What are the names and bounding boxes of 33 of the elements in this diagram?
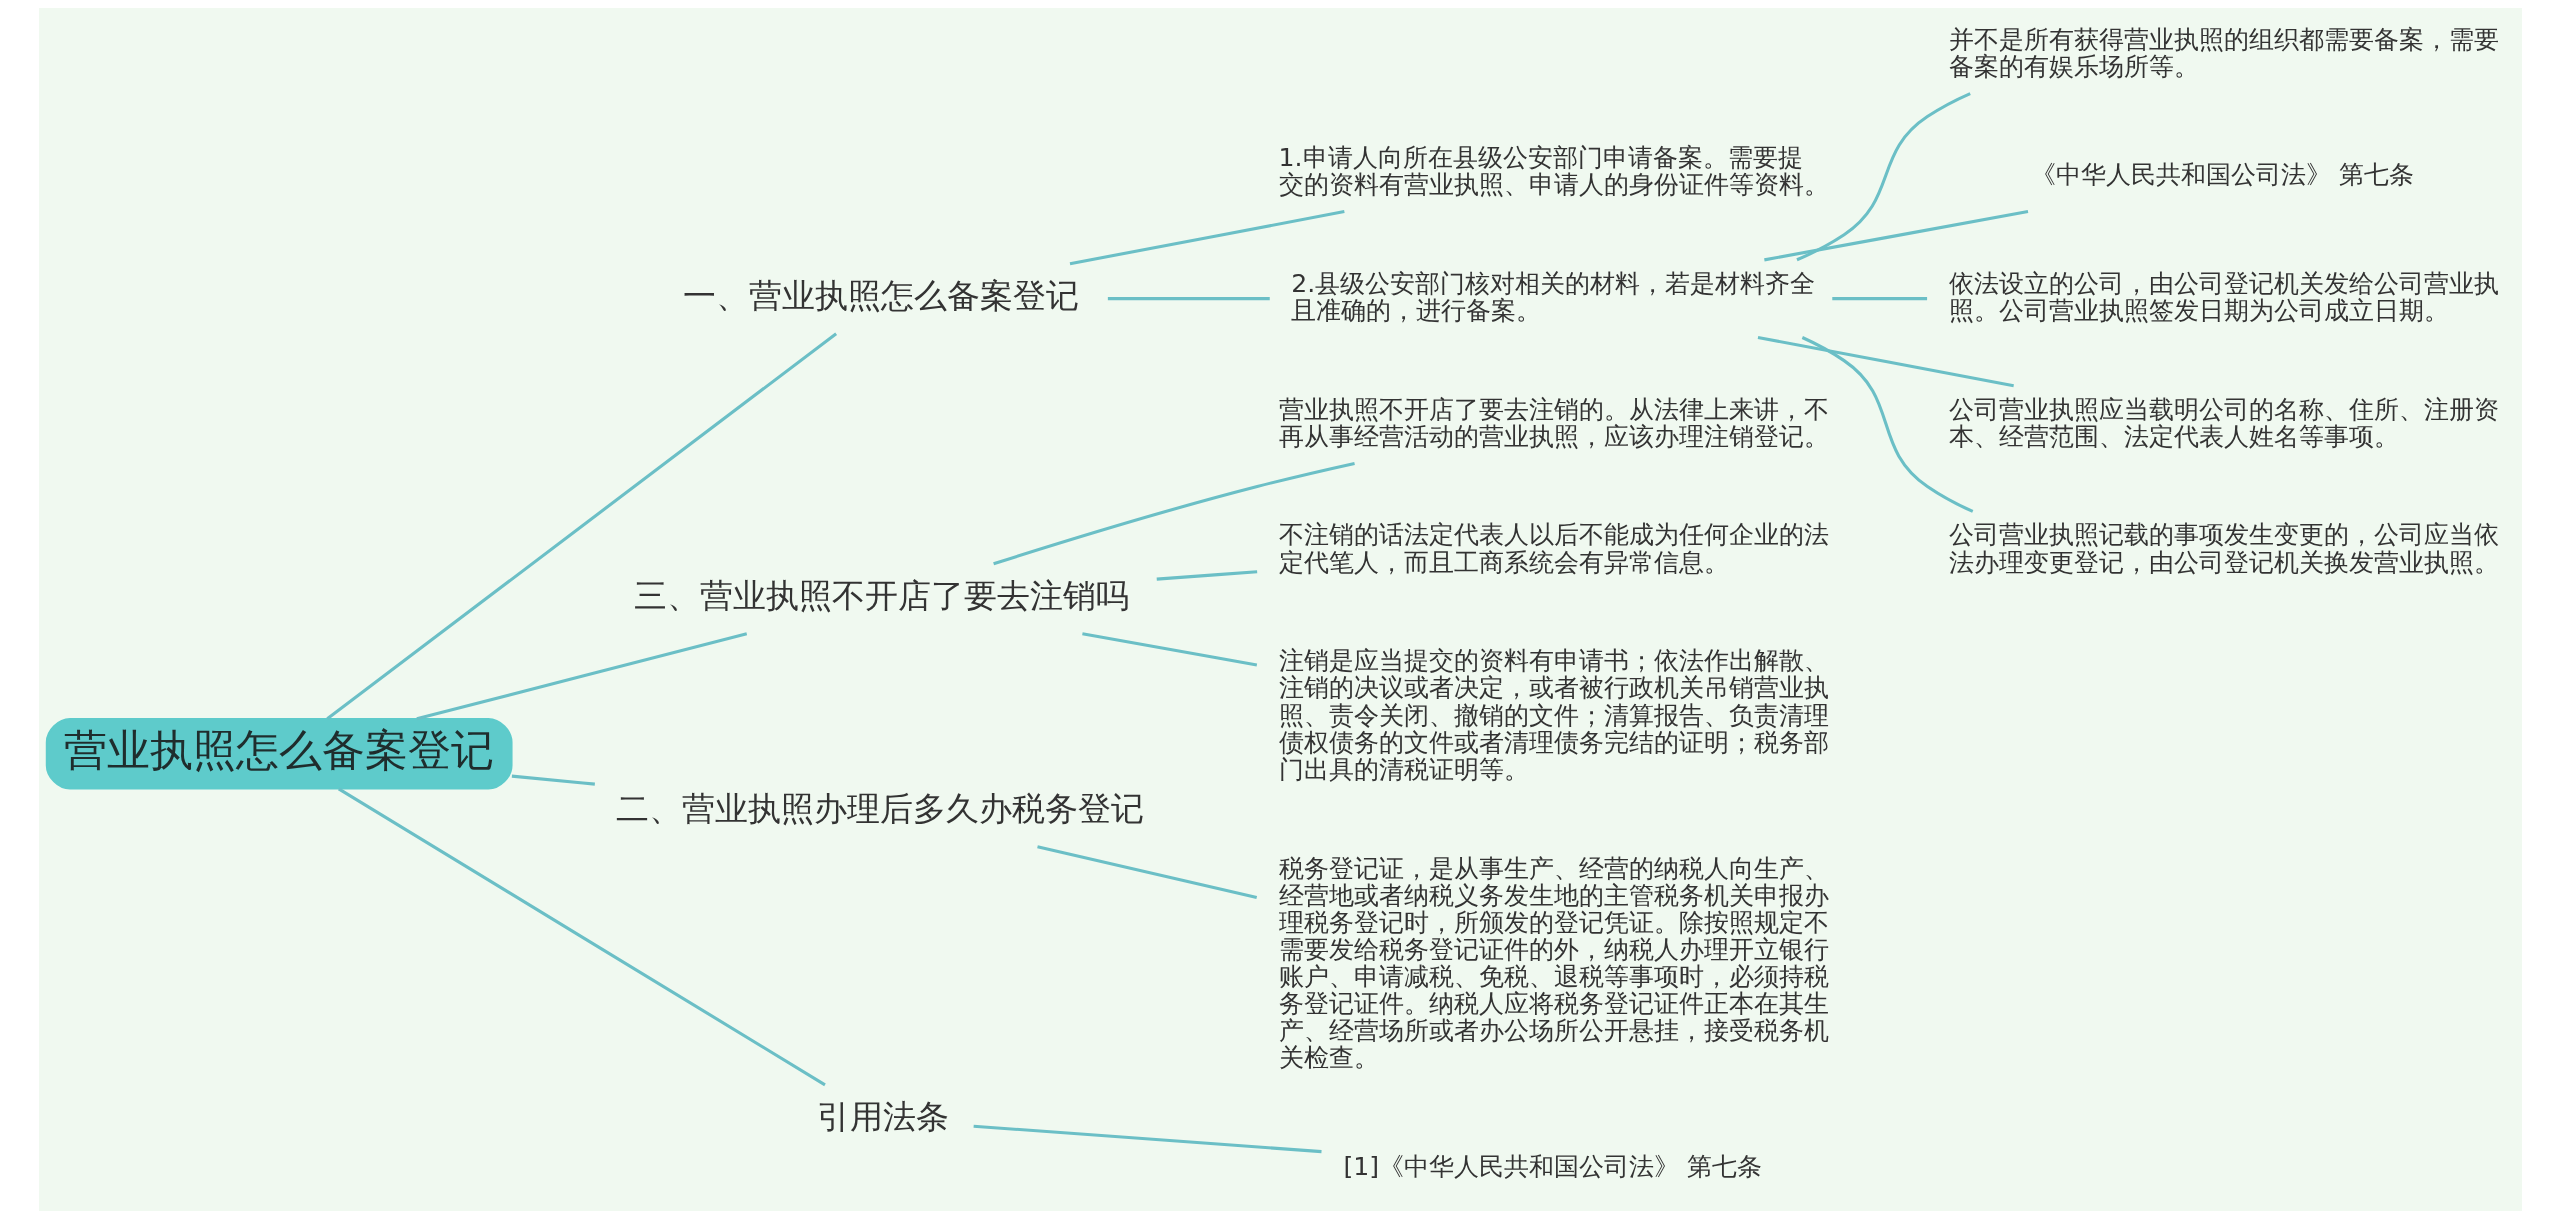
connector	[1795, 92, 1971, 262]
node-text: 税务登记证，是从事生产、经营的纳税人向生产、经营地或者纳税义务发生地的主管税务机关申报办理税务登记时，所颁发的登记凭证。除按照规定不需要发给税务登记证件的外，纳税人办理开立银行账户、申请减税、免税、退税等事项时，必须持税务登记证件。纳税人应将税务登记证件正本在其生产、经营场所或者办公场所公开悬挂，接受税务机关检查。	[1278, 853, 1829, 1073]
node-text: 并不是所有获得营业执照的组织都需要备案，需要备案的有娱乐场所等。	[1948, 24, 2499, 81]
node-text: 公司营业执照应当载明公司的名称、住所、注册资本、经营范围、法定代表人姓名等事项。	[1948, 394, 2499, 451]
node-text: 《中华人民共和国公司法》 第七条	[2030, 160, 2414, 190]
connector	[325, 332, 837, 721]
node-text: 引用法条	[816, 1096, 949, 1136]
node-text: 注销是应当提交的资料有申请书；依法作出解散、注销的决议或者决定，或者被行政机关吊销营业执照、责令关闭、撤销的文件；清算报告、负责清理债权债务的文件或者清理债务完结的证明；税务部门出具的清税证明等。	[1278, 646, 1829, 784]
connector	[1801, 336, 1973, 513]
connector	[973, 1124, 1322, 1154]
node-text: 依法设立的公司，由公司登记机关发给公司营业执照。公司营业执照签发日期为公司成立日期。	[1948, 268, 2499, 325]
node-text: 不注销的话法定代表人以后不能成为任何企业的法定代笔人，而且工商系统会有异常信息。	[1278, 520, 1829, 577]
node-text: 2.县级公安部门核对相关的材料，若是材料齐全且准确的，进行备案。	[1290, 268, 1815, 325]
connector	[1831, 297, 1927, 301]
connector	[415, 632, 747, 721]
node-text: 1.申请人向所在县级公安部门申请备案。需要提交的资料有营业执照、申请人的身份证件等资料。	[1278, 142, 1829, 199]
node-box: 营业执照怎么备案登记	[45, 717, 513, 790]
node-text: [1]《中华人民共和国公司法》 第七条	[1342, 1151, 1762, 1181]
connector	[337, 787, 826, 1087]
connector	[1156, 570, 1257, 581]
connector	[1763, 210, 2028, 262]
connector	[1107, 297, 1270, 301]
node-text: 二、营业执照办理后多久办税务登记	[615, 788, 1144, 828]
node-text: 一、营业执照怎么备案登记	[682, 275, 1079, 315]
connector	[1036, 845, 1257, 899]
connector	[992, 461, 1355, 566]
connector	[1081, 632, 1257, 667]
node-text: 公司营业执照记载的事项发生变更的，公司应当依法办理变更登记，由公司登记机关换发营业执照。	[1948, 520, 2499, 577]
node-text: 三、营业执照不开店了要去注销吗	[633, 575, 1129, 615]
connector	[1757, 335, 2014, 388]
connector	[1069, 210, 1345, 266]
connector	[511, 774, 595, 786]
node-text: 营业执照不开店了要去注销的。从法律上来讲，不再从事经营活动的营业执照，应该办理注销登记。	[1278, 394, 1829, 451]
